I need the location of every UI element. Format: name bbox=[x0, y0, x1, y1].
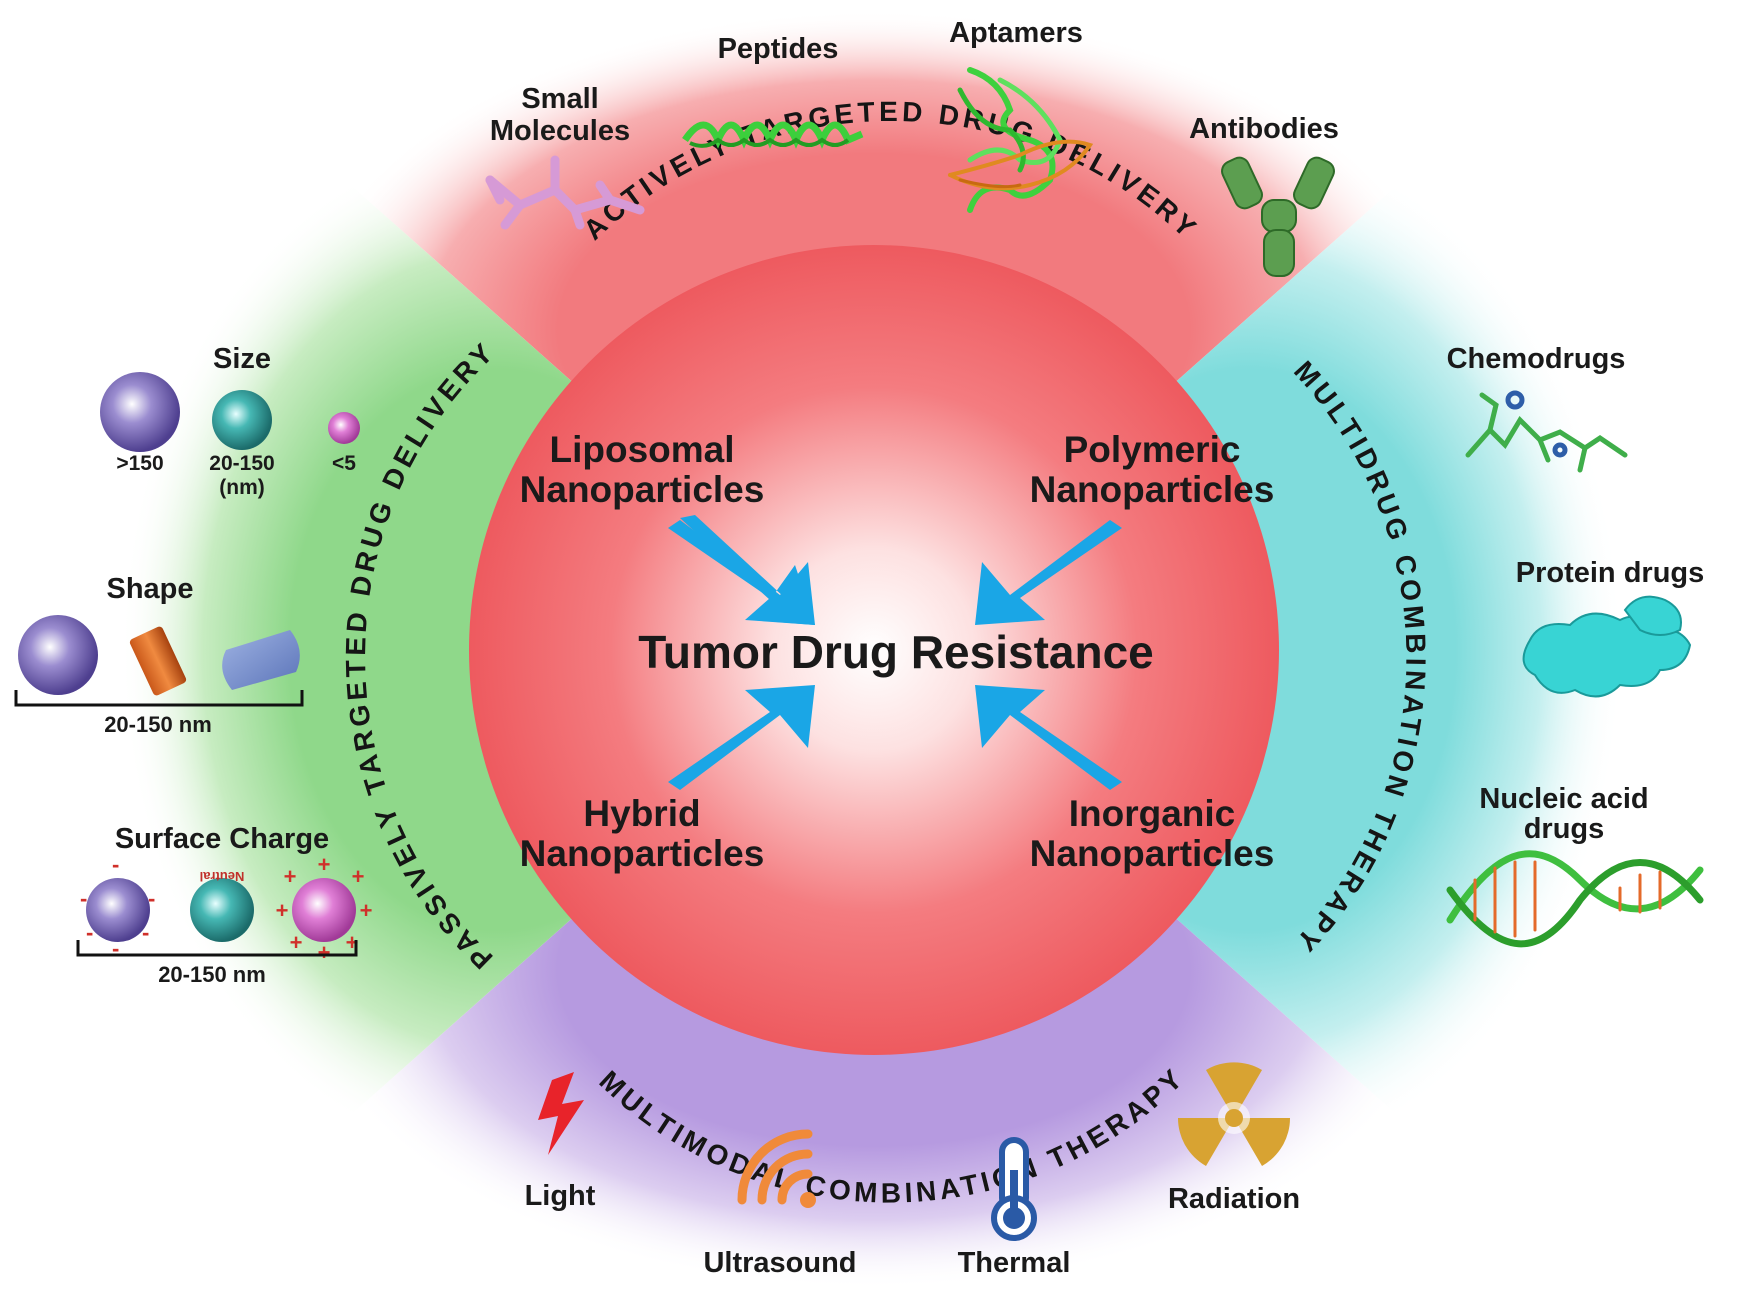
arrow-bottom-left bbox=[668, 685, 815, 790]
radiation-icon bbox=[1178, 1062, 1291, 1166]
label-small-molecules-2: Molecules bbox=[490, 115, 630, 147]
label-nucleic-acid-1: Nucleic acid bbox=[1479, 783, 1648, 815]
chemodrug-icon bbox=[1465, 390, 1628, 473]
antibody-icon bbox=[1221, 156, 1335, 277]
small-molecule-icon bbox=[485, 155, 645, 230]
nanoparticle-liposomal-line2: Nanoparticles bbox=[520, 469, 765, 510]
ultrasound-waves-icon bbox=[737, 1129, 816, 1208]
dna-helix-icon bbox=[1446, 850, 1704, 948]
svg-text:+: + bbox=[284, 864, 297, 889]
svg-text:-: - bbox=[142, 920, 149, 945]
label-aptamers: Aptamers bbox=[949, 17, 1083, 49]
label-nucleic-acid-2: drugs bbox=[1524, 813, 1605, 845]
neutral-label: Neutral bbox=[200, 869, 245, 884]
charge-neutral-particle: Neutral bbox=[190, 869, 254, 942]
nanoparticle-inorganic-line2: Nanoparticles bbox=[1030, 833, 1275, 874]
nanoparticle-liposomal-line1: Liposomal bbox=[549, 429, 734, 470]
label-antibodies: Antibodies bbox=[1189, 113, 1339, 145]
label-peptides: Peptides bbox=[718, 33, 839, 65]
shape-range: 20-150 nm bbox=[104, 712, 212, 737]
arrow-bottom-right bbox=[975, 685, 1122, 790]
size-large-particle bbox=[100, 372, 180, 452]
aptamer-icon bbox=[948, 67, 1094, 213]
svg-text:+: + bbox=[352, 864, 365, 889]
charge-range: 20-150 nm bbox=[158, 962, 266, 987]
label-thermal: Thermal bbox=[958, 1247, 1071, 1279]
nanoparticle-hybrid-line2: Nanoparticles bbox=[520, 833, 765, 874]
label-light: Light bbox=[525, 1180, 596, 1212]
label-protein-drugs: Protein drugs bbox=[1516, 557, 1705, 589]
svg-text:-: - bbox=[80, 886, 87, 911]
svg-text:-: - bbox=[112, 852, 119, 877]
protein-icon bbox=[1522, 595, 1692, 698]
label-ultrasound: Ultrasound bbox=[703, 1247, 856, 1279]
size-medium-particle bbox=[212, 390, 272, 450]
shape-disc bbox=[222, 630, 300, 690]
svg-text:-: - bbox=[148, 886, 155, 911]
shape-bracket bbox=[14, 690, 304, 707]
charge-positive-particle: ++++++++ bbox=[276, 852, 373, 965]
label-chemodrugs: Chemodrugs bbox=[1447, 343, 1626, 375]
size-small-particle bbox=[328, 412, 360, 444]
label-radiation: Radiation bbox=[1168, 1183, 1300, 1215]
nanoparticle-hybrid-line1: Hybrid bbox=[583, 793, 700, 834]
label-size: Size bbox=[213, 343, 271, 375]
arrow-top-left bbox=[680, 515, 815, 625]
label-shape: Shape bbox=[106, 573, 193, 605]
arrow-top-right bbox=[975, 520, 1122, 625]
size-label-medium: 20-150 bbox=[209, 452, 274, 475]
svg-text:+: + bbox=[360, 898, 373, 923]
shape-rod bbox=[129, 626, 187, 696]
center-circle bbox=[469, 245, 1279, 1055]
size-label-unit: (nm) bbox=[219, 476, 265, 499]
nanoparticle-inorganic-line1: Inorganic bbox=[1069, 793, 1236, 834]
svg-text:-: - bbox=[112, 936, 119, 961]
svg-text:+: + bbox=[318, 852, 331, 877]
center-title: Tumor Drug Resistance bbox=[638, 626, 1153, 678]
arrow-top-left-head bbox=[668, 520, 815, 625]
label-small-molecules-1: Small bbox=[521, 83, 598, 115]
shape-sphere bbox=[18, 615, 98, 695]
size-label-large: >150 bbox=[116, 452, 163, 475]
nanoparticle-polymeric-line1: Polymeric bbox=[1064, 429, 1241, 470]
charge-bracket bbox=[76, 940, 358, 957]
thermometer-icon bbox=[991, 1137, 1037, 1241]
lightning-icon bbox=[538, 1072, 584, 1155]
svg-text:+: + bbox=[276, 898, 289, 923]
size-label-small: <5 bbox=[332, 452, 356, 475]
peptide-helix-icon bbox=[682, 121, 864, 149]
label-surface-charge: Surface Charge bbox=[115, 823, 329, 855]
nanoparticle-polymeric-line2: Nanoparticles bbox=[1030, 469, 1275, 510]
svg-text:+: + bbox=[290, 930, 303, 955]
charge-negative-particle: ------ bbox=[80, 852, 155, 961]
svg-text:+: + bbox=[318, 940, 331, 965]
svg-text:-: - bbox=[86, 920, 93, 945]
